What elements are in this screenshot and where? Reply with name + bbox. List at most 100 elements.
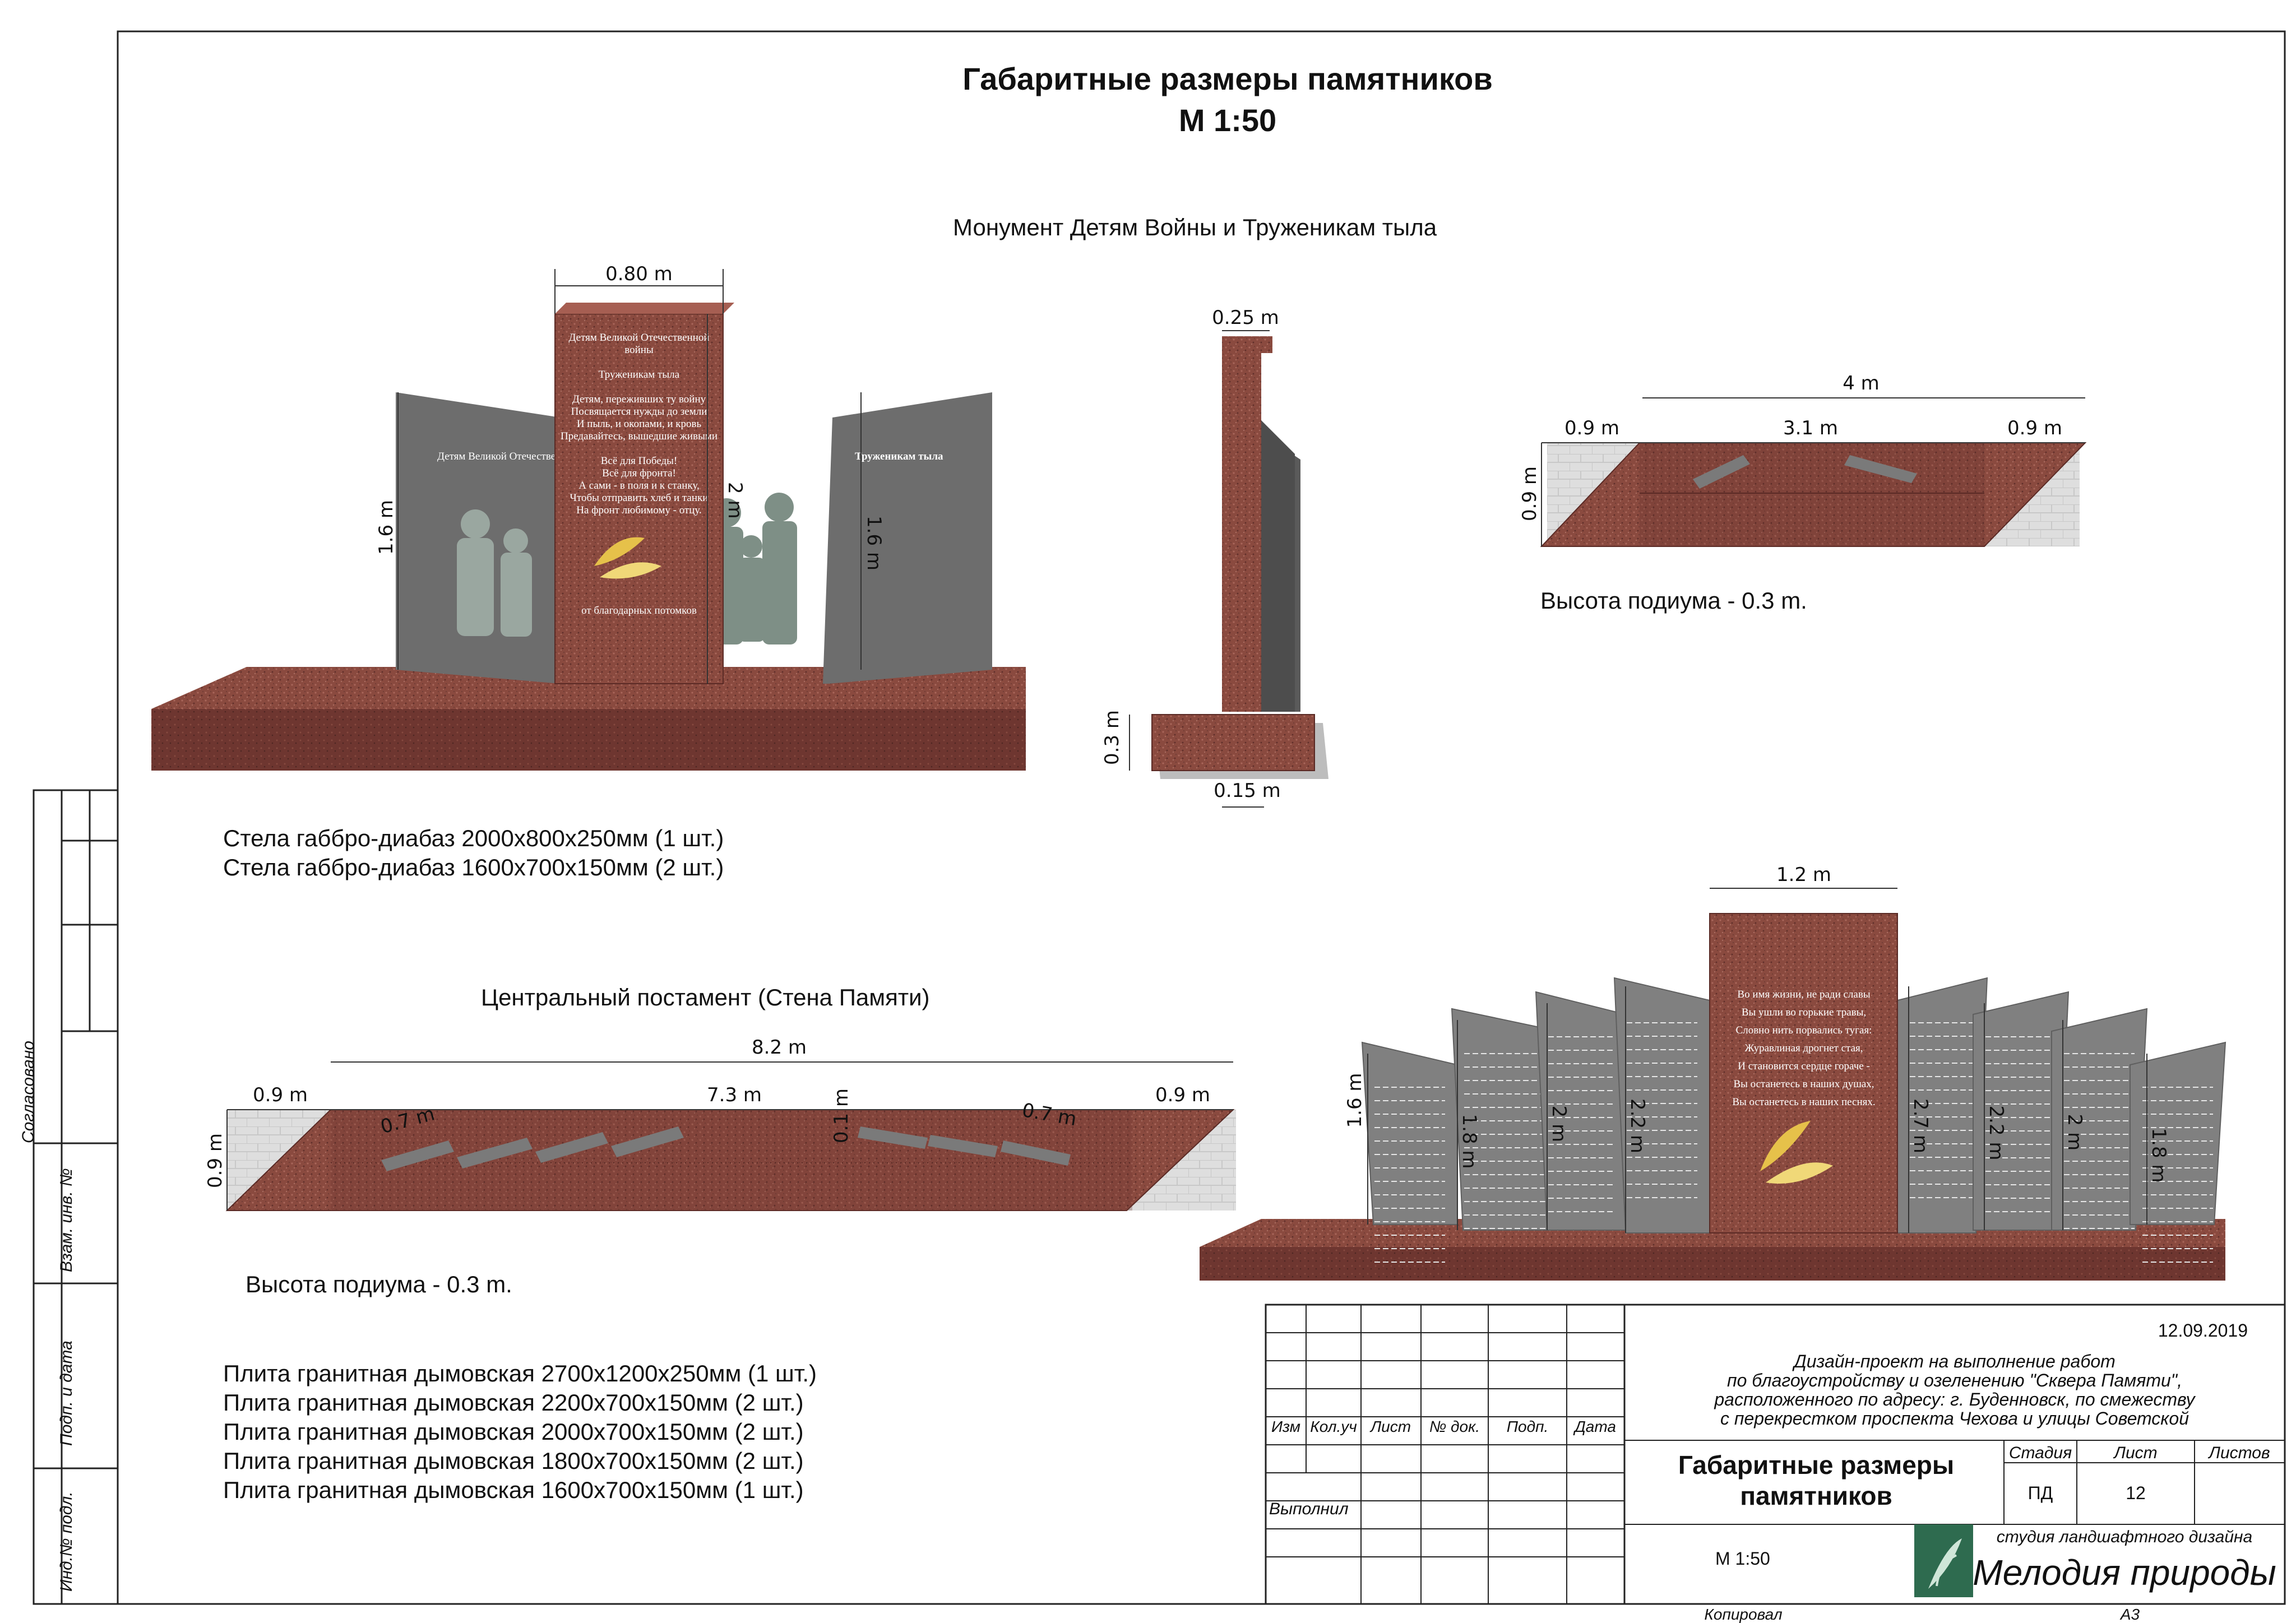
center-stele-line: А сами - в поля и к станку, [578, 480, 699, 491]
pedestal-note: Высота подиума - 0.3 m. [246, 1271, 512, 1297]
tb-project-line: с перекрестком проспекта Чехова и улицы … [1720, 1408, 2189, 1429]
tb-sheet-title-2: памятников [1740, 1481, 1892, 1510]
dim-side-depth: 0.25 m [1212, 307, 1279, 329]
page-scale-title: М 1:50 [1178, 103, 1277, 138]
dim-gap: 0.1 m [830, 1088, 853, 1143]
side-sign-date: Подп. и дата [57, 1341, 76, 1446]
dim-pedestal-mid: 7.3 m [707, 1084, 762, 1106]
dim-podium-height: 0.9 m [1519, 466, 1541, 521]
dim-pedestal-left: 0.9 m [253, 1084, 308, 1106]
page-title: Габаритные размеры памятников [962, 61, 1493, 96]
dim-wall-h_22_left: 2.2 m [1626, 1098, 1649, 1153]
tb-stage-label: Стадия [2009, 1444, 2072, 1462]
tb-header-cell: Дата [1573, 1418, 1616, 1435]
right-stele-text: Труженикам тыла [855, 451, 943, 462]
tb-header-cell: № док. [1429, 1418, 1480, 1435]
studio-name-small: студия ландшафтного дизайна [1997, 1528, 2252, 1546]
dim-stele-height: 2 m [724, 482, 746, 519]
poem-line: Журавлиная дрогнет стая, [1745, 1042, 1863, 1054]
center-stele-line: войны [624, 344, 654, 356]
plates-spec-item: Плита гранитная дымовская 2200х700х150мм… [223, 1389, 804, 1416]
dim-podium-left: 0.9 m [1564, 417, 1619, 439]
dim-left-height: 1.6 m [375, 500, 397, 555]
tb-format: А3 [2119, 1606, 2140, 1623]
stele-spec-item: Стела габбро-диабаз 2000х800х250мм (1 шт… [223, 825, 724, 851]
tb-performer: Выполнил [1269, 1500, 1349, 1518]
center-stele-line: Детям Великой Отечественной [568, 332, 709, 344]
dim-wall-h_2_right: 2 m [2063, 1114, 2086, 1151]
wall-side-plates [1361, 977, 2226, 1263]
tb-project-line: по благоустройству и озеленению "Сквера … [1727, 1370, 2182, 1390]
tb-sheet: 12 [2126, 1483, 2146, 1503]
tb-scale: М 1:50 [1715, 1548, 1770, 1569]
dim-podium-right: 0.9 m [2007, 417, 2062, 439]
side-inv-replace: Взам. инв. № [57, 1168, 76, 1272]
monument-drawing: Детям Великой Отечественной войны Тружен… [151, 263, 1026, 771]
center-stele-line: На фронт любимому - отцу. [576, 504, 702, 516]
center-stele-line: Предавайтесь, вышедшие живыми [561, 430, 718, 442]
memory-wall-drawing: Во имя жизни, не ради славы Вы ушли во го… [1200, 864, 2226, 1281]
dim-wall-h_2_left: 2 m [1548, 1106, 1570, 1143]
wall-laurel-icon [1760, 1121, 1833, 1184]
poem-line: И становится сердце гораче - [1738, 1060, 1870, 1072]
stele-spec-item: Стела габбро-диабаз 1600х700х150мм (2 шт… [223, 854, 724, 880]
poem-line: Словно нить порвались тугая: [1736, 1024, 1872, 1036]
monument-side-view: 0.25 m 0.3 m 0.15 m [1101, 307, 1328, 808]
title-block: 12.09.2019 Дизайн-проект на выполнение р… [1265, 1304, 2286, 1623]
stele-spec-list: Стела габбро-диабаз 2000х800х250мм (1 шт… [223, 824, 724, 882]
memorial-plate [2130, 1041, 2226, 1225]
center-stele-line: Всё для фронта! [602, 467, 676, 479]
plates-spec-list: Плита гранитная дымовская 2700х1200х250м… [223, 1359, 817, 1505]
dim-center-plate: 1.2 m [1776, 864, 1831, 886]
children-statue-left [457, 509, 532, 637]
poem-line: Вы останетесь в наших душах, [1733, 1078, 1874, 1090]
tb-header-cell: Изм [1271, 1418, 1300, 1435]
tb-sheet-title-1: Габаритные размеры [1678, 1450, 1954, 1480]
dim-wall-h_18_right: 1.8 m [2147, 1128, 2170, 1183]
tb-header-cell: Подп. [1507, 1418, 1549, 1435]
tb-header-cell: Кол.уч [1310, 1418, 1357, 1435]
tb-sheets-label: Листов [2207, 1444, 2270, 1462]
dim-pedestal-right: 0.9 m [1155, 1084, 1210, 1106]
dim-pedestal-height: 0.9 m [204, 1133, 226, 1188]
poem-line: Во имя жизни, не ради славы [1737, 989, 1870, 1000]
dim-wall-h_22_right: 2.2 m [1985, 1106, 2007, 1161]
laurel-icon [594, 537, 661, 579]
tb-header-cell: Лист [1369, 1418, 1411, 1435]
dim-stele-width: 0.80 m [605, 263, 673, 285]
studio-name-large: Мелодия природы [1973, 1552, 2276, 1593]
side-stamp: Согласовано Взам. инв. № Подп. и дата Ин… [19, 789, 119, 1605]
plates-spec-item: Плита гранитная дымовская 2700х1200х250м… [223, 1360, 817, 1386]
poem-line: Вы останетесь в наших песнях. [1732, 1096, 1875, 1108]
center-stele-line: И пыль, и окопами, и кровь [577, 418, 702, 430]
center-stele-footer: от благодарных потомков [581, 605, 697, 616]
center-stele-line: Труженикам тыла [599, 369, 680, 381]
center-stele-line: Детям, переживших ту войну [572, 393, 706, 405]
dim-podium-mid: 3.1 m [1783, 417, 1838, 439]
center-stele-line: Посвящается нужды до земли [571, 406, 707, 418]
plates-spec-item: Плита гранитная дымовская 1600х700х150мм… [223, 1477, 804, 1503]
dim-wall-h_27: 2.7 m [1909, 1098, 1932, 1153]
dim-right-height: 1.6 m [863, 516, 885, 571]
dim-base-height: 0.3 m [1101, 710, 1123, 765]
center-stele-text: Детям Великой ОтечественнойвойныТруженик… [561, 332, 718, 516]
tb-sheet-label: Лист [2113, 1444, 2157, 1462]
podium1-note: Высота подиума - 0.3 m. [1540, 587, 1807, 614]
tb-date: 12.09.2019 [2158, 1320, 2248, 1341]
center-stele-line: Чтобы отправить хлеб и танки [570, 492, 709, 504]
plates-spec-item: Плита гранитная дымовская 1800х700х150мм… [223, 1448, 804, 1474]
tb-project-line: расположенного по адресу: г. Буденновск,… [1714, 1389, 2196, 1409]
tb-copied: Копировал [1704, 1606, 1782, 1623]
pedestal-heading: Центральный постамент (Стена Памяти) [481, 984, 930, 1010]
side-inv-orig: Инд.№ подл. [57, 1491, 76, 1592]
monument-heading: Монумент Детям Войны и Труженикам тыла [953, 214, 1437, 240]
dim-podium-total: 4 m [1843, 372, 1880, 395]
wall-poem-text: Во имя жизни, не ради славы Вы ушли во го… [1732, 989, 1875, 1108]
poem-line: Вы ушли во горькие травы, [1742, 1007, 1866, 1018]
tb-stage: ПД [2028, 1483, 2053, 1503]
center-stele-line: Всё для Победы! [601, 455, 678, 467]
podium-plan-small: 4 m 0.9 m 3.1 m 0.9 m 0.9 m [1519, 372, 2087, 547]
dim-wall-h_16_left: 1.6 m [1344, 1073, 1366, 1128]
dim-wall-h_18_left: 1.8 m [1458, 1114, 1480, 1169]
